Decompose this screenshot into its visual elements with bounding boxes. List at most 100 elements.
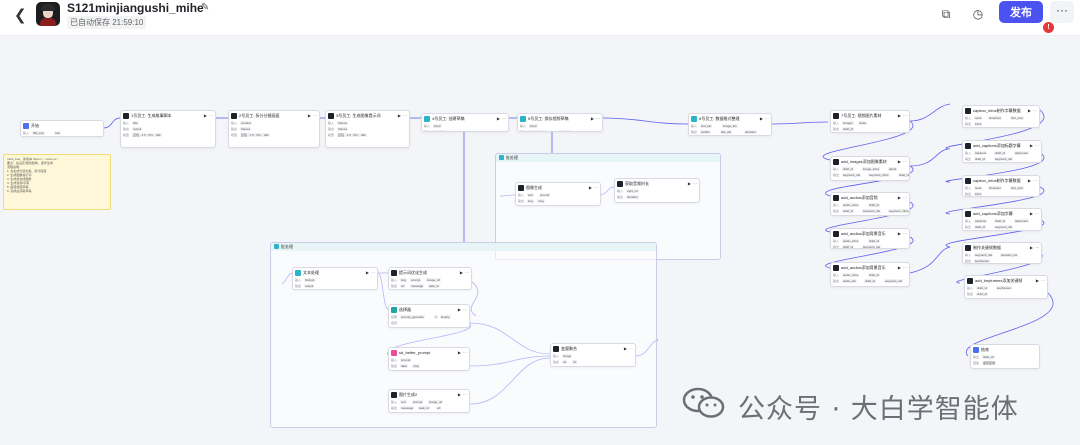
run-node-icon[interactable]: ▶ [623,346,627,351]
node-menu-icon[interactable]: ··· [465,270,469,275]
param-label: 回答 [973,361,980,365]
run-node-icon[interactable]: ▶ [459,270,463,275]
node-menu-icon[interactable]: ··· [463,350,467,355]
publish-button[interactable]: 发布 [999,1,1043,23]
node-menu-icon[interactable]: ··· [1035,143,1039,148]
run-node-icon[interactable]: ▶ [1029,211,1033,216]
node-type-icon [973,347,979,353]
param-chip: url [562,360,568,364]
run-node-icon[interactable]: ▶ [590,116,594,121]
run-node-icon[interactable]: ▶ [897,195,901,200]
node-menu-icon[interactable]: ··· [903,265,907,270]
node-menu-icon[interactable]: ··· [1033,108,1037,113]
run-node-icon[interactable]: ▶ [897,113,901,118]
sticky-note[interactable]: mihe_buu，新版本 https://... coze.cn/... 要点：… [3,154,111,210]
param-chip: message [410,284,425,288]
node-menu-icon[interactable]: ··· [1041,278,1045,283]
run-node-icon[interactable]: ▶ [203,113,207,118]
node-menu-icon[interactable]: ··· [596,116,600,121]
run-node-icon[interactable]: ▶ [397,113,401,118]
param-chip: draft_url [982,355,996,359]
run-node-icon[interactable]: ▶ [1029,143,1033,148]
node-menu-icon[interactable]: ··· [903,195,907,200]
param-chip: infos [974,192,983,196]
node-menu-icon[interactable]: ··· [693,181,697,186]
node-menu-icon[interactable]: ··· [1035,211,1039,216]
run-node-icon[interactable]: ▶ [457,350,461,355]
run-node-icon[interactable]: ▶ [457,307,461,312]
more-options-button[interactable]: ··· [1050,1,1074,23]
copy-icon[interactable]: ⧉ [941,7,951,21]
node-menu-icon[interactable]: ··· [209,113,213,118]
param-chip: segment_ids [862,245,882,249]
node-menu-icon[interactable]: ··· [629,346,633,351]
run-node-icon[interactable]: ▶ [1027,108,1031,113]
run-node-icon[interactable]: ▶ [1029,245,1033,250]
node-menu-icon[interactable]: ··· [371,270,375,275]
node-type-icon [833,265,839,271]
run-node-icon[interactable]: ▶ [759,116,763,121]
history-icon[interactable]: ◷ [972,7,984,21]
param-label: 输出 [231,127,238,131]
run-node-icon[interactable]: ▶ [1027,178,1031,183]
run-node-icon[interactable]: ▶ [307,113,311,118]
run-node-icon[interactable]: ▶ [897,159,901,164]
param-chip: duration [626,195,639,199]
param-chip: textlist [700,130,711,134]
node-menu-icon[interactable]: ··· [903,231,907,236]
node-menu-icon[interactable]: ··· [765,116,769,121]
param-label: 输入 [965,253,972,257]
node-menu-icon[interactable]: ··· [1035,245,1039,250]
run-node-icon[interactable]: ▶ [1035,278,1039,283]
run-node-icon[interactable]: ▶ [457,392,461,397]
node-menu-icon[interactable]: ··· [502,116,506,121]
node-menu-icon[interactable]: ··· [463,392,467,397]
run-node-icon[interactable]: ▶ [897,265,901,270]
run-node-icon[interactable]: ▶ [897,231,901,236]
workflow-canvas[interactable]: mihe_buu，新版本 https://... coze.cn/... 要点：… [0,36,1080,445]
node-menu-icon[interactable]: ··· [463,307,467,312]
node-menu-icon[interactable]: ··· [903,159,907,164]
node-menu-icon[interactable]: ··· [313,113,317,118]
node-menu-icon[interactable]: ··· [403,113,407,118]
run-node-icon[interactable]: ▶ [687,181,691,186]
node-menu-icon[interactable]: ··· [1033,178,1037,183]
param-chip: Empty [440,315,451,319]
run-node-icon[interactable]: ▶ [365,270,369,275]
run-node-icon[interactable]: ▶ [588,185,592,190]
node-menu-icon[interactable]: ··· [903,113,907,118]
param-chip: audio_infos [842,203,860,207]
node-menu-icon[interactable]: ··· [594,185,598,190]
back-icon[interactable]: ❮ [14,7,27,24]
run-node-icon[interactable]: ▶ [496,116,500,121]
edit-title-icon[interactable]: ✎ [201,2,210,13]
